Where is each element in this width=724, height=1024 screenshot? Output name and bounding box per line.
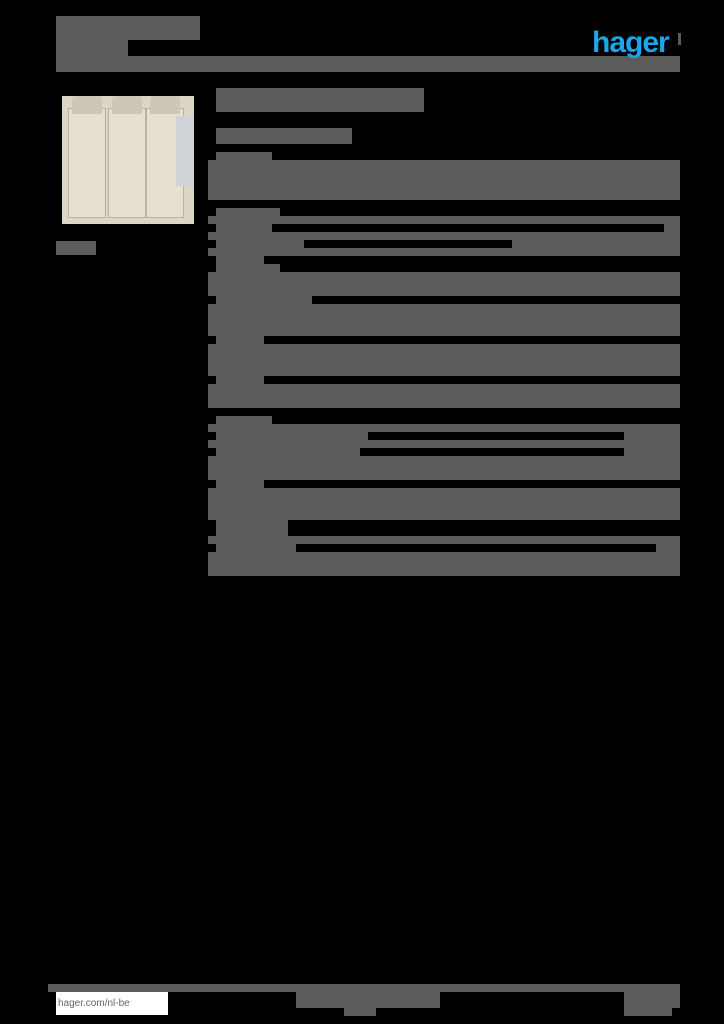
footer-divider <box>48 984 680 992</box>
spec-row-label <box>216 376 264 384</box>
footer-center-subtext <box>344 1008 376 1016</box>
header-divider <box>56 56 680 72</box>
spec-row-value <box>656 544 680 552</box>
document-title <box>56 16 200 40</box>
spec-row-label <box>216 224 272 232</box>
website-link[interactable]: hager.com/nl-be <box>56 992 168 1015</box>
spec-table <box>208 552 680 576</box>
product-name <box>216 88 424 112</box>
spec-table <box>208 160 680 200</box>
spec-row-label <box>216 520 288 536</box>
spec-table <box>208 384 680 408</box>
spec-row-value <box>664 224 680 232</box>
spec-row-label <box>216 480 264 488</box>
spec-row-value <box>512 240 680 248</box>
logo-accent-bar <box>678 33 681 45</box>
spec-table <box>208 456 680 480</box>
product-handle <box>176 116 194 186</box>
footer-center-text <box>296 992 440 1008</box>
spec-row-value <box>624 448 680 456</box>
spec-row-label <box>216 296 312 304</box>
product-image <box>62 96 194 224</box>
spec-row-label <box>216 240 304 248</box>
spec-table <box>208 344 680 376</box>
spec-table <box>208 304 680 336</box>
document-subtitle <box>56 40 128 56</box>
spec-table <box>208 272 680 296</box>
spec-row <box>208 216 680 224</box>
section-heading <box>216 152 272 160</box>
spec-row <box>208 248 680 256</box>
product-image-caption <box>56 241 96 255</box>
product-tagline <box>216 128 352 144</box>
section-heading <box>216 208 280 216</box>
spec-row-label <box>216 336 264 344</box>
spec-row-label <box>216 544 296 552</box>
spec-row <box>208 424 680 432</box>
spec-row-label <box>216 264 280 272</box>
spec-row-value <box>624 432 680 440</box>
spec-row-label <box>216 448 360 456</box>
spec-row-label <box>216 256 264 264</box>
spec-row <box>208 536 680 544</box>
spec-row-label <box>216 432 368 440</box>
hager-logo: hager <box>592 26 670 59</box>
section-heading <box>216 416 272 424</box>
spec-table <box>208 488 680 520</box>
page-number <box>624 992 680 1008</box>
page-number-sub <box>624 1008 672 1016</box>
spec-row <box>208 232 680 240</box>
spec-row <box>208 440 680 448</box>
